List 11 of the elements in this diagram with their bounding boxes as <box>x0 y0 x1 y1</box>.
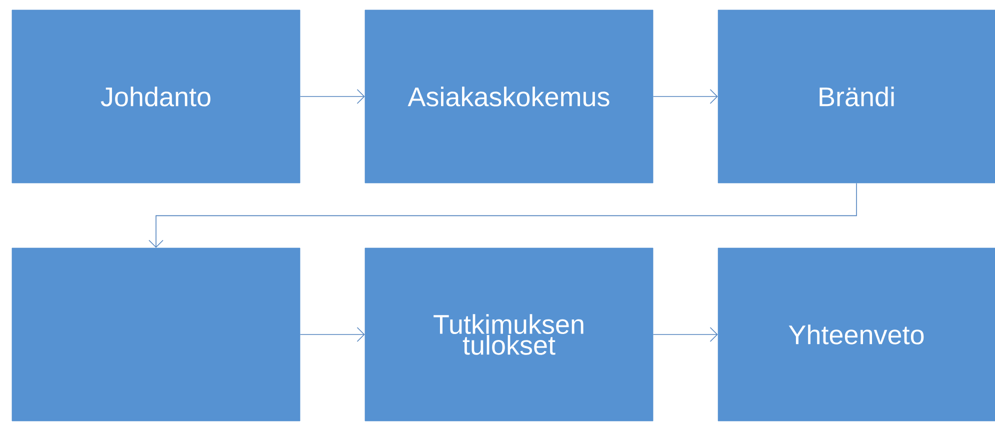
process-box: Asiakaskokemus <box>364 10 654 184</box>
process-box: Yhteenveto <box>718 248 995 422</box>
arrow <box>300 327 365 342</box>
arrow <box>300 89 365 104</box>
process-box: Brändi <box>718 10 995 184</box>
arrow <box>652 89 718 104</box>
process-box: Tutkimuksen tulokset <box>364 248 654 422</box>
empty-box <box>12 248 300 422</box>
arrow <box>652 327 718 342</box>
process-box: Johdanto <box>12 10 300 184</box>
arrow <box>148 182 857 248</box>
